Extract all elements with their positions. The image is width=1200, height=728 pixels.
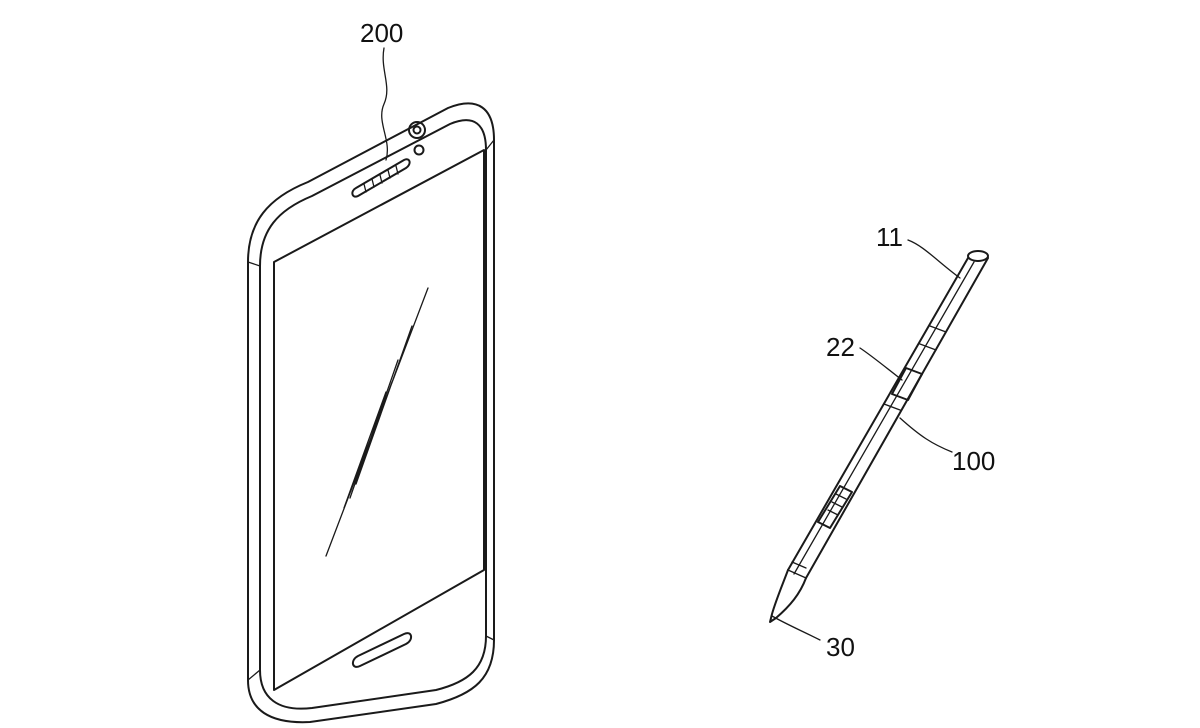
reference-label-200: 200 [360,18,403,48]
pen-lower-button [817,485,853,529]
home-button [352,632,412,668]
reference-label-30: 30 [826,632,855,662]
smartphone-device [247,102,495,724]
leader-line-30 [771,615,821,641]
leader-line-200 [381,47,388,161]
pen-top-cap [967,250,989,262]
leader-line-11 [907,239,961,279]
pen-barrel [787,257,989,579]
leader-line-100 [899,417,953,453]
pen-side-button [891,367,923,401]
pen-tip [769,569,807,623]
stylus-pen [769,250,989,623]
screen-glare [325,287,429,557]
reference-label-22: 22 [826,332,855,362]
camera-lens-icon [412,125,422,135]
phone-side-band [247,139,495,681]
pen-lower-rings [787,561,807,579]
speaker-grille [351,158,411,198]
pen-barrel-highlight [793,261,975,575]
pen-segment-rings [883,325,947,411]
front-camera-icon [408,121,426,139]
phone-outer-body [247,102,495,724]
phone-screen [273,149,485,691]
reference-label-11: 11 [876,222,903,252]
reference-label-100: 100 [952,446,995,476]
leader-line-22 [859,347,903,381]
proximity-sensor-icon [413,144,425,156]
